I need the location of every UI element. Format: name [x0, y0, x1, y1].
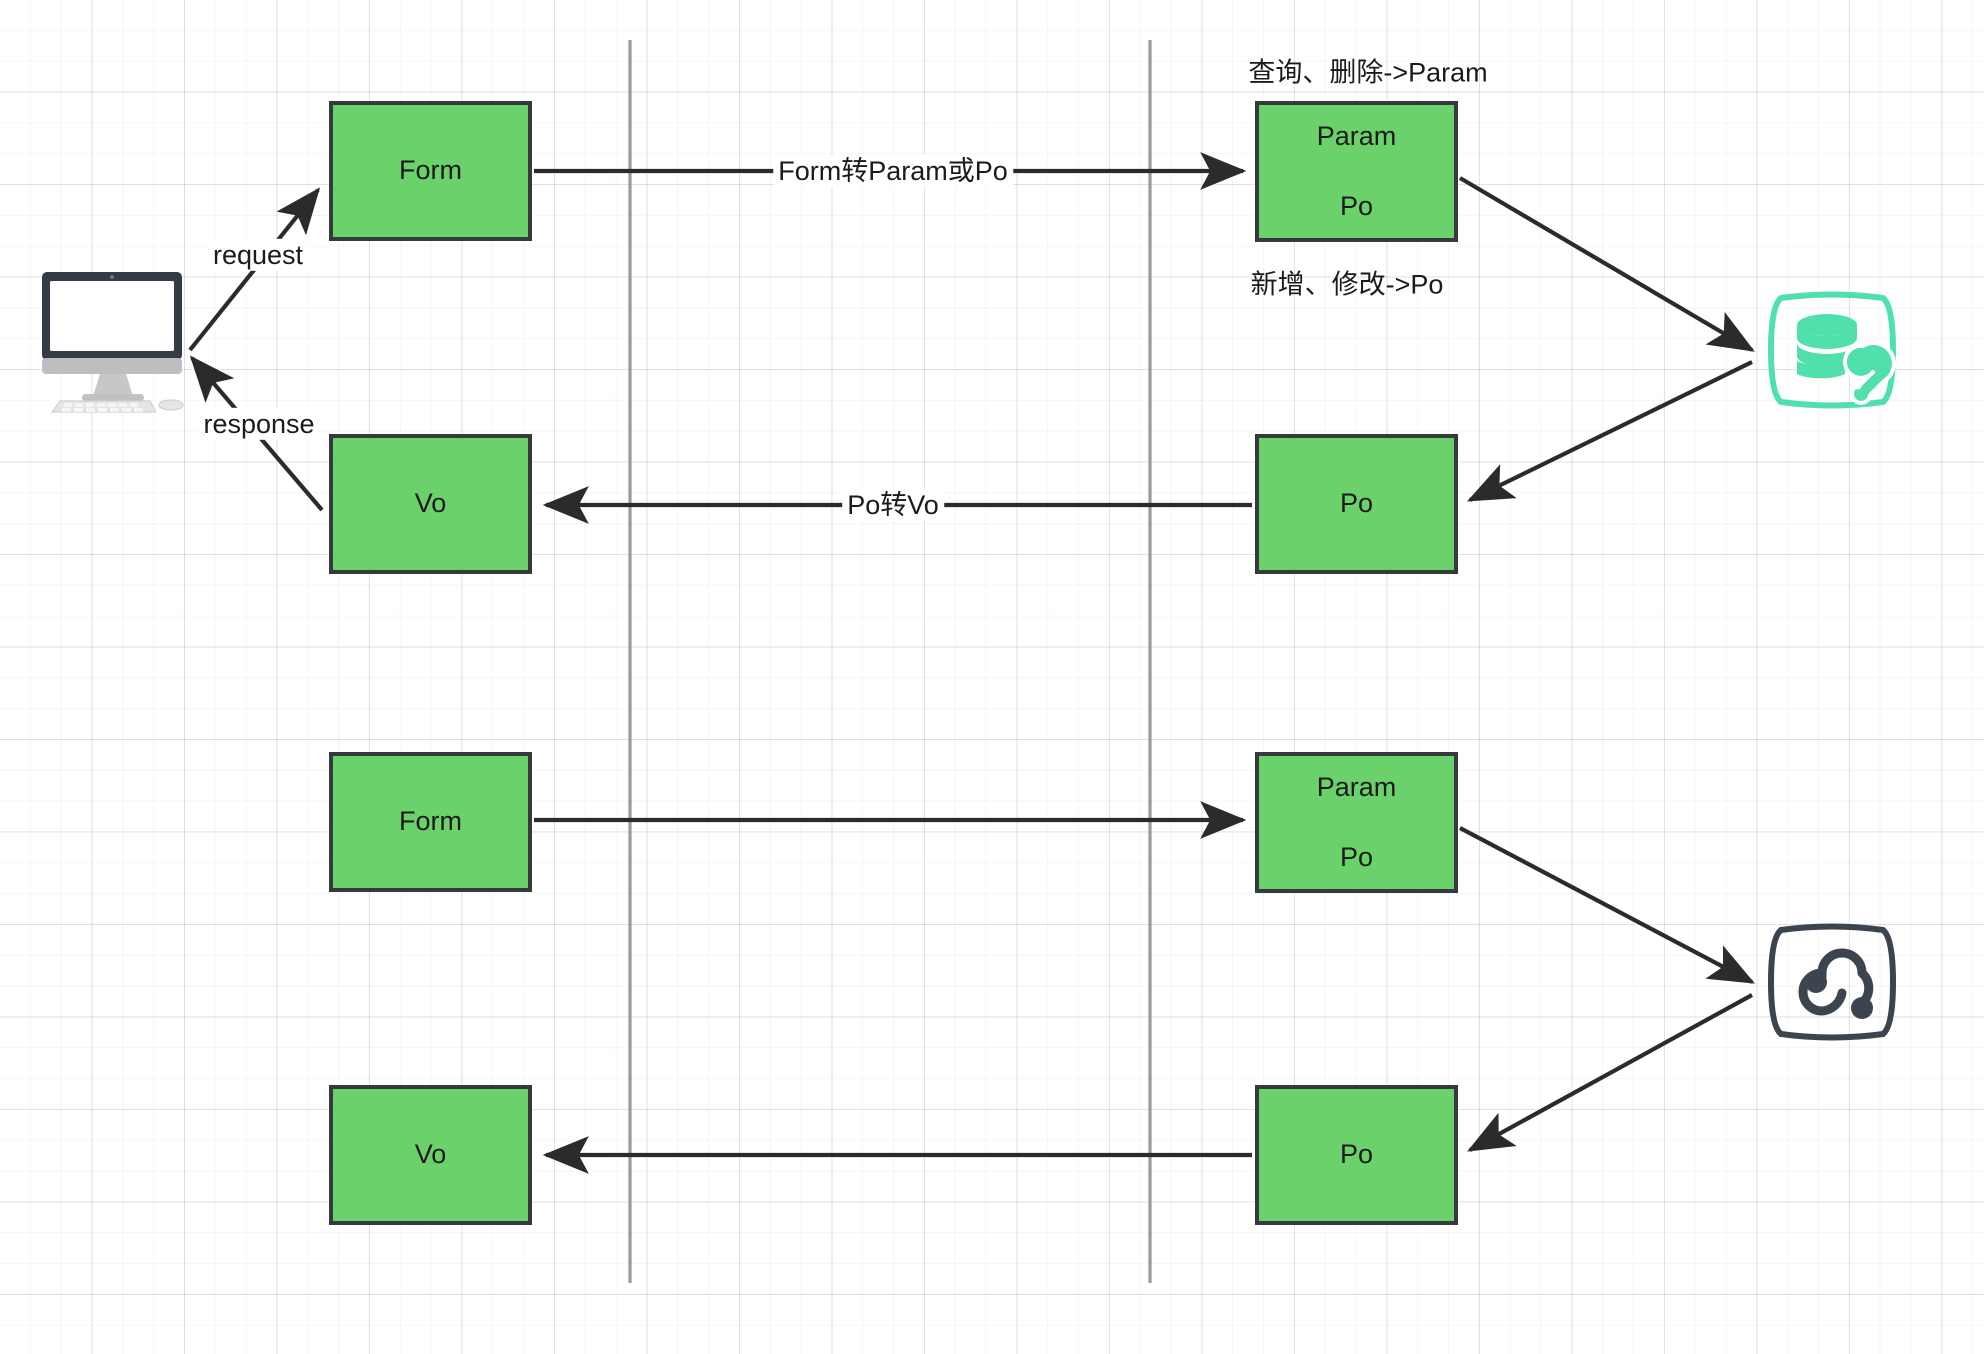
node-label: Vo [414, 1139, 447, 1170]
edge-db-to-po-top [1466, 360, 1753, 502]
edge-param-to-db [1458, 176, 1755, 352]
node-label-secondary: Po [1339, 841, 1374, 872]
edge-param-to-api [1459, 826, 1755, 984]
node-label: Form [399, 806, 462, 837]
node-po-bottom[interactable]: Po [1255, 1085, 1458, 1225]
annotation-insert-update: 新增、修改->Po [1250, 269, 1444, 300]
node-label: Form [399, 155, 462, 186]
node-vo-bottom[interactable]: Vo [329, 1085, 532, 1225]
node-label: Po [1339, 488, 1374, 519]
annotation-query-delete: 查询、删除->Param [1248, 57, 1488, 88]
node-label-primary: Param [1316, 772, 1397, 803]
node-form-bottom[interactable]: Form [329, 752, 532, 892]
node-label-primary: Param [1316, 121, 1397, 152]
api-service-icon [1761, 920, 1903, 1044]
node-po-top[interactable]: Po [1255, 434, 1458, 574]
node-label: Po [1339, 1139, 1374, 1170]
edge-api-to-po-bottom [1467, 993, 1754, 1152]
node-param-po-top[interactable]: Param Po [1255, 101, 1458, 242]
database-icon [1761, 288, 1903, 412]
node-vo-top[interactable]: Vo [329, 434, 532, 574]
node-form-top[interactable]: Form [329, 101, 532, 241]
node-label-secondary: Po [1339, 190, 1374, 221]
edge-label-po-to-vo: Po转Vo [842, 488, 944, 522]
client-monitor-icon [38, 268, 188, 418]
edge-label-request: request [207, 238, 309, 272]
edge-label-response: response [198, 407, 320, 441]
node-label: Vo [414, 488, 447, 519]
node-param-po-bottom[interactable]: Param Po [1255, 752, 1458, 893]
edge-label-form-to-param: Form转Param或Po [773, 154, 1013, 188]
